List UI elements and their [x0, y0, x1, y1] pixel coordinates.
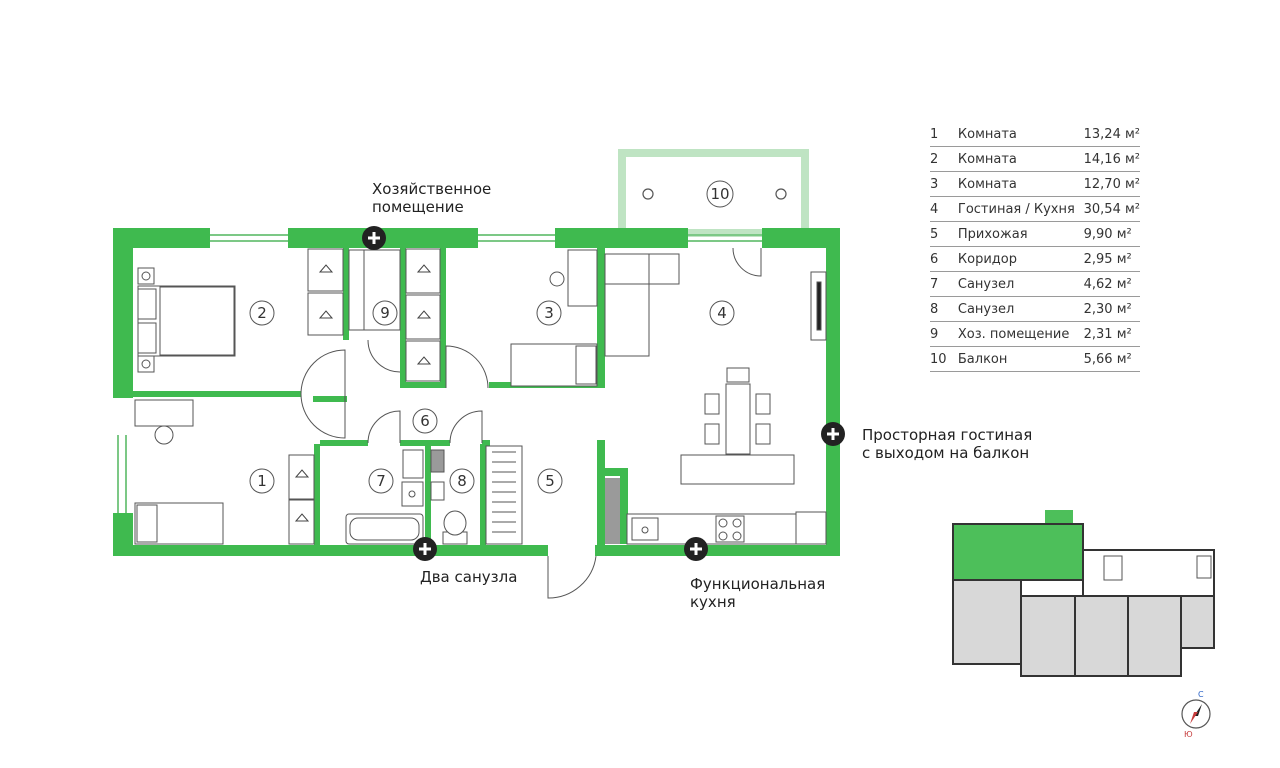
legend-name: Комната — [957, 146, 1084, 172]
outer-walls — [113, 228, 840, 556]
compass — [1181, 699, 1211, 729]
svg-text:9: 9 — [380, 304, 390, 322]
legend-area: 2,31 м² — [1083, 321, 1140, 347]
legend-name: Хоз. помещение — [957, 321, 1084, 347]
balcony — [618, 149, 809, 237]
room-label-6: 6 — [412, 408, 438, 434]
plus-icon — [684, 537, 708, 561]
legend-name: Балкон — [957, 346, 1084, 372]
svg-text:7: 7 — [376, 472, 386, 490]
hanger-icon — [294, 264, 432, 522]
callout-kitchen: Функциональная кухня — [690, 575, 826, 611]
plus-icon — [413, 537, 437, 561]
legend-name: Коридор — [957, 246, 1084, 272]
room-label-2: 2 — [249, 300, 275, 326]
furniture — [134, 248, 827, 545]
room-label-3: 3 — [536, 300, 562, 326]
legend-num: 8 — [930, 296, 958, 322]
svg-text:5: 5 — [545, 472, 555, 490]
legend-name: Прихожая — [957, 221, 1084, 247]
legend-name: Комната — [957, 122, 1084, 147]
legend-num: 10 — [930, 346, 958, 372]
room-label-4: 4 — [709, 300, 735, 326]
legend-num: 6 — [930, 246, 958, 272]
legend-num: 4 — [930, 196, 958, 222]
room-labels: 1 2 3 4 5 6 7 8 9 10 — [249, 180, 735, 494]
svg-text:3: 3 — [544, 304, 554, 322]
callout-bathrooms: Два санузла — [420, 568, 518, 586]
legend-area: 30,54 м² — [1083, 196, 1140, 222]
legend-area: 2,30 м² — [1083, 296, 1140, 322]
room-label-1: 1 — [249, 468, 275, 494]
room-label-7: 7 — [368, 468, 394, 494]
doors — [300, 247, 762, 599]
legend-name: Санузел — [957, 271, 1084, 297]
legend-name: Комната — [957, 171, 1084, 197]
legend-num: 9 — [930, 321, 958, 347]
callout-living: Просторная гостиная с выходом на балкон — [862, 426, 1033, 462]
legend-area: 13,24 м² — [1083, 122, 1140, 147]
building-key-plan — [952, 510, 1215, 677]
legend-area: 4,62 м² — [1083, 271, 1140, 297]
plus-icon — [362, 226, 386, 250]
legend-num: 1 — [930, 122, 958, 147]
windows — [117, 234, 762, 513]
legend-area: 12,70 м² — [1083, 171, 1140, 197]
legend-area: 14,16 м² — [1083, 146, 1140, 172]
svg-text:1: 1 — [257, 472, 267, 490]
callout-storage: Хозяйственное помещение — [372, 180, 492, 216]
legend-num: 5 — [930, 221, 958, 247]
compass-north-label: С — [1198, 690, 1204, 699]
room-label-10: 10 — [706, 180, 734, 208]
svg-text:4: 4 — [717, 304, 727, 322]
plus-markers — [362, 226, 845, 561]
legend-num: 7 — [930, 271, 958, 297]
room-label-8: 8 — [449, 468, 475, 494]
plus-icon — [821, 422, 845, 446]
legend-area: 2,95 м² — [1083, 246, 1140, 272]
legend-num: 2 — [930, 146, 958, 172]
compass-south-label: Ю — [1184, 730, 1193, 739]
svg-text:6: 6 — [420, 412, 430, 430]
room-label-9: 9 — [372, 300, 398, 326]
hanger-rail — [492, 451, 516, 533]
legend-area: 9,90 м² — [1083, 221, 1140, 247]
svg-text:10: 10 — [710, 185, 729, 203]
legend-num: 3 — [930, 171, 958, 197]
svg-text:2: 2 — [257, 304, 267, 322]
legend-area: 5,66 м² — [1083, 346, 1140, 372]
legend-name: Санузел — [957, 296, 1084, 322]
svg-text:8: 8 — [457, 472, 467, 490]
legend-name: Гостиная / Кухня — [957, 196, 1084, 222]
room-label-5: 5 — [537, 468, 563, 494]
